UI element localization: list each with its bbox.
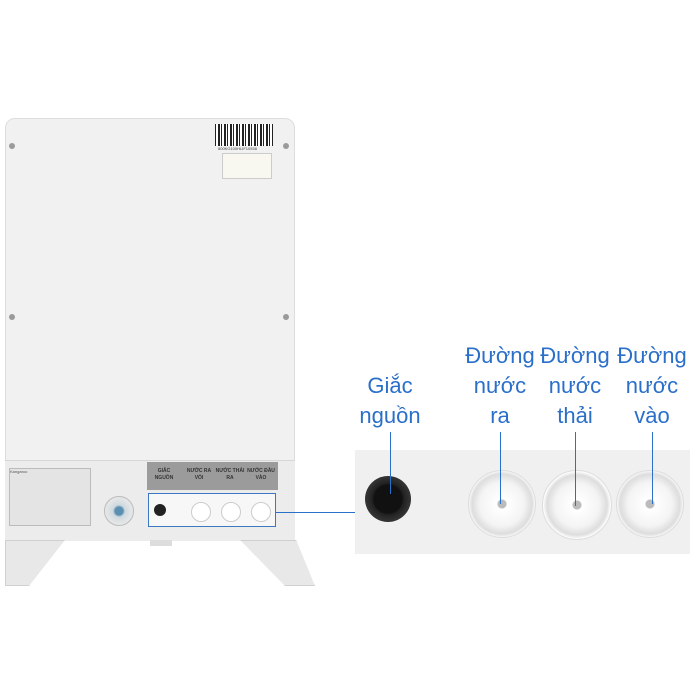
power-jack <box>154 504 166 516</box>
outlet-fitting <box>191 502 211 522</box>
callout-text: vào <box>634 403 670 428</box>
inlet-fitting-closeup <box>616 470 684 538</box>
callout-text: nước <box>548 373 602 398</box>
waste-fitting-closeup <box>542 470 612 540</box>
bottom-tab <box>150 540 172 546</box>
callout-waste: Đường nước thải <box>533 341 617 431</box>
callout-text: Đường <box>465 343 535 368</box>
port-label: NƯỚC ĐẦU VÀO <box>247 468 275 481</box>
spec-label: Kangaroo <box>9 468 91 526</box>
flow-indicator <box>104 496 134 526</box>
callout-text: ra <box>490 403 510 428</box>
waste-fitting <box>221 502 241 522</box>
callout-text: Đường <box>617 343 687 368</box>
screw <box>283 143 289 149</box>
callout-text: Giắc <box>367 373 413 398</box>
screw <box>283 314 289 320</box>
outlet-fitting-closeup <box>468 470 536 538</box>
pointer-line <box>390 432 391 494</box>
callout-text: nước <box>625 373 679 398</box>
barcode <box>215 124 273 146</box>
port-label: GIẮC NGUỒN <box>154 468 174 481</box>
barcode-text: 800KG100HLIF10558 <box>218 146 257 151</box>
pointer-line <box>575 432 576 506</box>
product-sticker <box>222 153 272 179</box>
inlet-fitting <box>251 502 271 522</box>
callout-power-jack: Giắc nguồn <box>345 371 435 431</box>
port-label: NƯỚC RA VÒI <box>186 468 212 481</box>
stand-leg-right <box>240 540 315 586</box>
screw <box>9 143 15 149</box>
callout-inlet: Đường nước vào <box>610 341 694 431</box>
power-jack-closeup <box>365 476 411 522</box>
callout-text: thải <box>557 403 593 428</box>
connector-line <box>276 512 355 513</box>
pointer-line <box>500 432 501 504</box>
stand-leg-left <box>5 540 65 586</box>
callout-text: nước <box>473 373 527 398</box>
brand-text: Kangaroo <box>10 469 28 474</box>
callout-outlet: Đường nước ra <box>458 341 542 431</box>
callout-text: nguồn <box>359 403 421 428</box>
ports-highlight-box <box>148 493 276 527</box>
screw <box>9 314 15 320</box>
pointer-line <box>652 432 653 504</box>
callout-text: Đường <box>540 343 610 368</box>
port-label: NƯỚC THẢI RA <box>215 468 245 481</box>
ports-closeup-inset <box>355 450 690 554</box>
port-label-strip: GIẮC NGUỒN NƯỚC RA VÒI NƯỚC THẢI RA NƯỚC… <box>147 462 278 490</box>
